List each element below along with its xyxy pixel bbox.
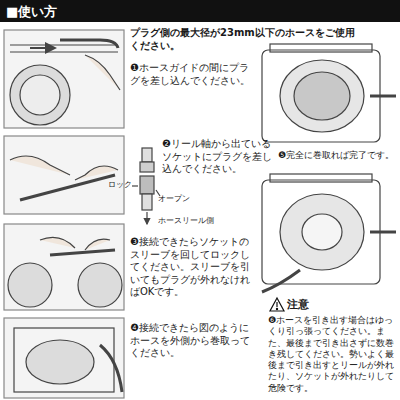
part-label: ロック	[108, 180, 138, 190]
step-text: ❷リール軸から出ているソケットにプラグを差し込んでください。	[162, 138, 274, 176]
step-text: ❶ホースガイドの間にプラグを差し込んでください。	[130, 62, 250, 87]
caution-text: ❻ホースを引き出す場合はゆっくり引っ張ってください。また、最後まで引き出さずに数…	[268, 315, 396, 394]
step-text: ❹接続できたら図のようにホースを外側から巻取ってください。	[130, 322, 255, 360]
page-title: ■使い方	[6, 3, 57, 21]
intro-note: プラグ側の最大径が23mm以下のホースをご使用ください。	[130, 27, 355, 52]
part-label: オープン	[158, 194, 208, 204]
header-band	[0, 0, 400, 22]
step-text: ❺完全に巻取れば完了です。	[278, 150, 398, 161]
caution-heading: 注意	[287, 298, 327, 312]
step-text: ❸接続できたらソケットのスリーブを回してロックしてください。スリーブを引いてもプ…	[130, 236, 255, 299]
part-label: ホースリール側	[158, 216, 238, 226]
